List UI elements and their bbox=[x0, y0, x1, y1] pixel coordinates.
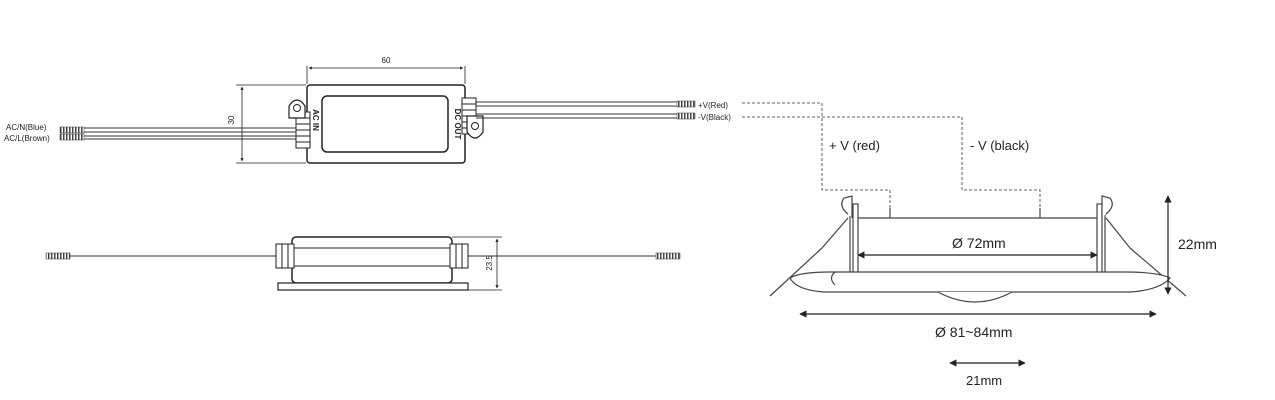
side-wire-cap-right bbox=[655, 252, 681, 260]
negative-connection bbox=[742, 116, 1041, 218]
dim-height: 30 bbox=[227, 115, 236, 124]
wire-cap-live bbox=[59, 133, 85, 141]
wire-label-live: AC/L(Brown) bbox=[4, 134, 50, 143]
positive-connection bbox=[742, 102, 891, 218]
wire-cap-positive bbox=[676, 100, 696, 108]
lens-width-label: 21mm bbox=[966, 373, 1002, 388]
driver-top-view: AC/N(Blue) AC/L(Brown) AC IN DC OUT bbox=[4, 56, 731, 164]
connection-lines bbox=[742, 102, 1041, 218]
dim-depth: 23.5 bbox=[485, 255, 494, 271]
outer-diameter-label: Ø 81~84mm bbox=[935, 324, 1012, 340]
dim-length: 60 bbox=[382, 56, 391, 65]
wire-label-neutral: AC/N(Blue) bbox=[6, 123, 47, 132]
wire-label-negative: -V(Black) bbox=[698, 113, 731, 122]
wire-cap-negative bbox=[676, 112, 696, 120]
wire-label-positive: +V(Red) bbox=[698, 101, 728, 110]
inner-diameter-label: Ø 72mm bbox=[952, 235, 1006, 251]
input-wires bbox=[84, 127, 300, 140]
positive-connection-label: + V (red) bbox=[829, 138, 880, 153]
negative-connection-label: - V (black) bbox=[970, 138, 1029, 153]
output-label: DC OUT bbox=[453, 109, 462, 140]
driver-label-panel bbox=[321, 95, 449, 153]
driver-side-view: 23.5 bbox=[45, 236, 681, 291]
lamp-dimensions bbox=[799, 195, 1172, 367]
height-label: 22mm bbox=[1178, 236, 1217, 252]
wire-cap-neutral bbox=[59, 126, 85, 134]
side-housing bbox=[291, 236, 453, 284]
input-label: AC IN bbox=[311, 109, 320, 131]
output-wires bbox=[476, 101, 678, 119]
side-wire-cap-left bbox=[45, 252, 71, 260]
